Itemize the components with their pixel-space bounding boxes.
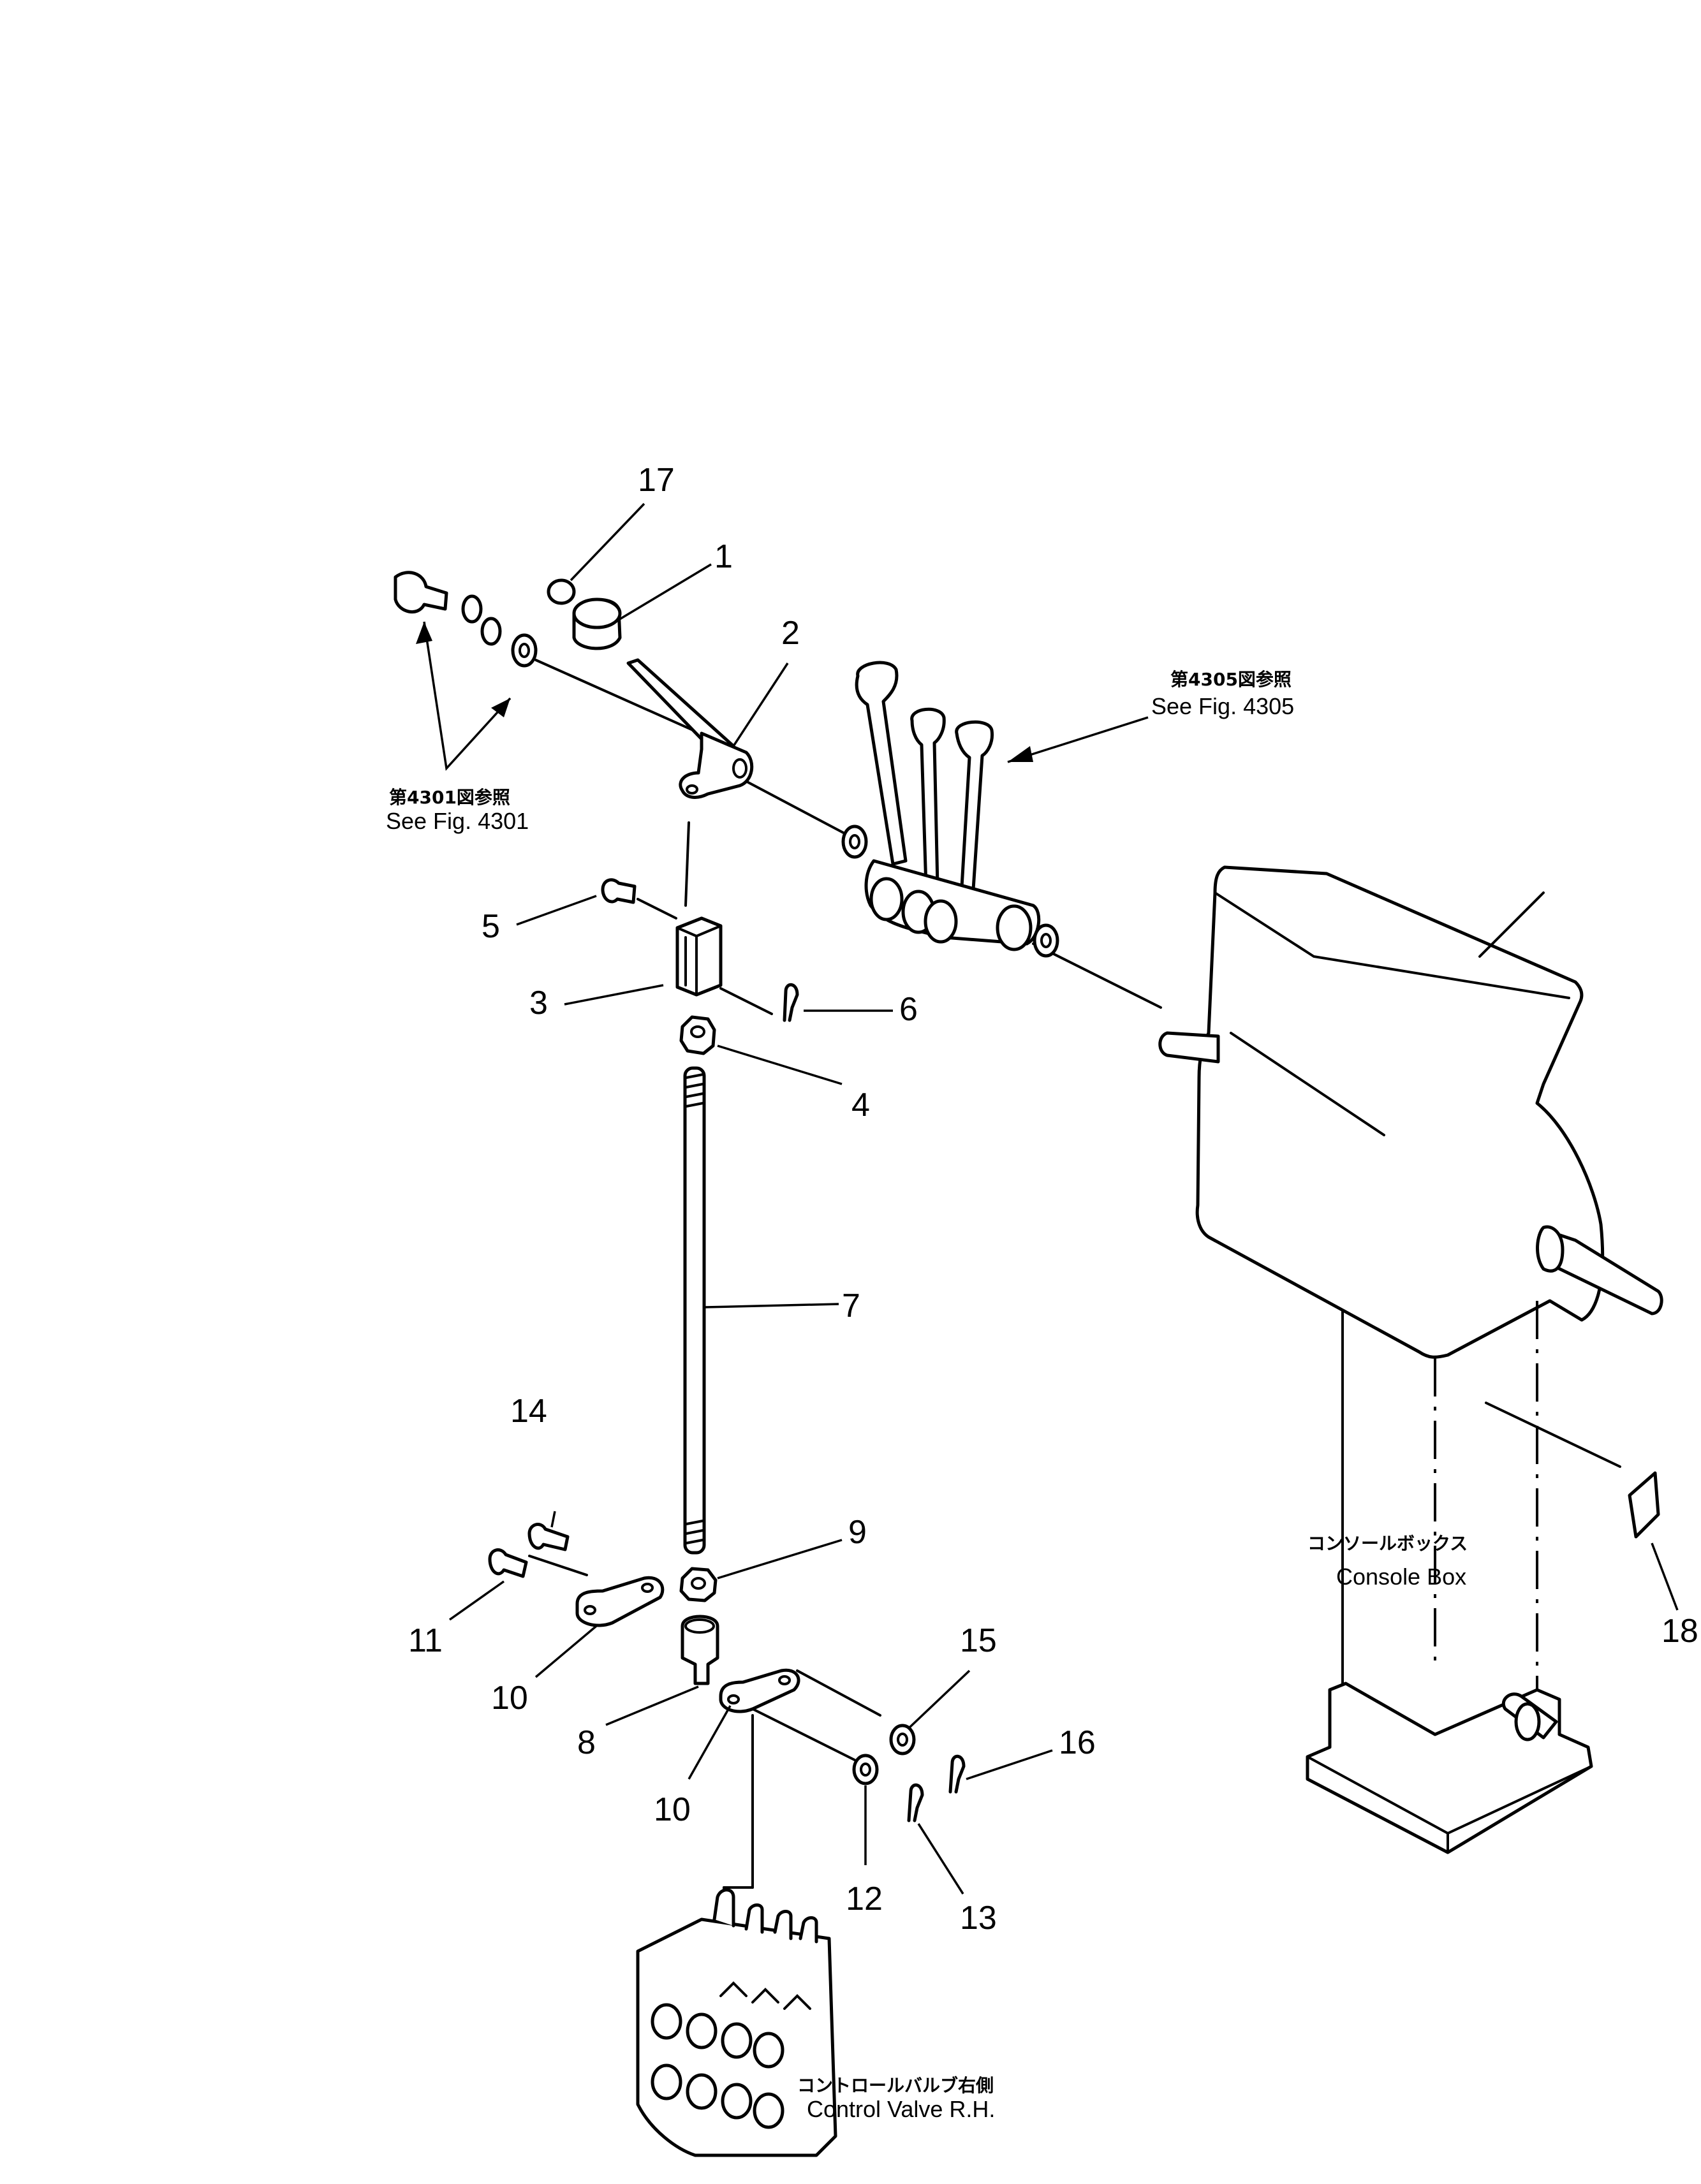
- part-number-labels: 17 1 2 5 3 6 4 7 14 9 11 10 8 10 15 16 1…: [408, 462, 1698, 1937]
- part-12-washer: [852, 1754, 879, 1785]
- arrows-4301: [416, 621, 512, 771]
- part-11-pin: [488, 1548, 528, 1578]
- lever-group-4305: [841, 661, 1059, 958]
- label-15: 15: [960, 1622, 997, 1659]
- part-4-nut: [679, 1015, 716, 1055]
- part-10-link-right: [719, 1668, 800, 1713]
- part-6-cotter-pin: [783, 983, 799, 1022]
- label-6: 6: [899, 991, 918, 1028]
- part-18-plate: [1628, 1471, 1660, 1539]
- part-1-bushing: [572, 597, 622, 650]
- reference-notes: 第4301図参照 See Fig. 4301 第4305図参照 See Fig.…: [386, 669, 1468, 2122]
- note-4305-en: See Fig. 4305: [1151, 693, 1294, 719]
- note-4301-jp: 第4301図参照: [389, 787, 510, 808]
- label-11: 11: [408, 1622, 443, 1659]
- label-3: 3: [529, 985, 548, 1022]
- part-5-pin: [601, 878, 637, 904]
- bolt-kit-4301: [394, 571, 538, 668]
- label-7: 7: [842, 1287, 860, 1324]
- note-4305-jp: 第4305図参照: [1170, 669, 1292, 690]
- leader-lines: [448, 502, 1679, 1895]
- part-9-nut: [679, 1567, 718, 1602]
- note-console-jp: コンソールボックス: [1307, 1533, 1468, 1554]
- label-17: 17: [638, 462, 675, 499]
- part-3-clevis: [675, 916, 723, 997]
- note-valve-en: Control Valve R.H.: [807, 2096, 995, 2122]
- label-5: 5: [482, 908, 500, 945]
- label-4: 4: [851, 1087, 870, 1124]
- arrowhead-4305: [1008, 746, 1033, 762]
- label-13: 13: [960, 1900, 997, 1937]
- label-9: 9: [848, 1514, 867, 1551]
- label-14: 14: [510, 1393, 547, 1430]
- label-8: 8: [577, 1724, 596, 1761]
- note-valve-jp: コントロールバルブ右側: [797, 2075, 994, 2096]
- part-10-link-left: [575, 1576, 665, 1627]
- part-13-cotter-pin: [907, 1783, 924, 1822]
- label-10-left: 10: [491, 1680, 528, 1717]
- control-valve-rh: [636, 1888, 837, 2157]
- note-4301-en: See Fig. 4301: [386, 808, 529, 834]
- part-17-ring: [547, 578, 576, 605]
- part-14-pin: [527, 1523, 570, 1551]
- note-console-en: Console Box: [1336, 1564, 1466, 1590]
- label-10-right: 10: [654, 1791, 691, 1828]
- label-16: 16: [1059, 1724, 1096, 1761]
- label-12: 12: [846, 1880, 883, 1917]
- part-8-rod-end: [681, 1615, 719, 1685]
- part-2-lever: [626, 658, 754, 799]
- part-7-rod: [683, 1066, 706, 1555]
- part-16-cotter-pin: [948, 1754, 966, 1794]
- part-15-washer: [889, 1724, 916, 1755]
- console-box: [1158, 865, 1663, 1854]
- label-18: 18: [1661, 1613, 1698, 1650]
- label-2: 2: [781, 615, 800, 652]
- label-1: 1: [714, 538, 733, 575]
